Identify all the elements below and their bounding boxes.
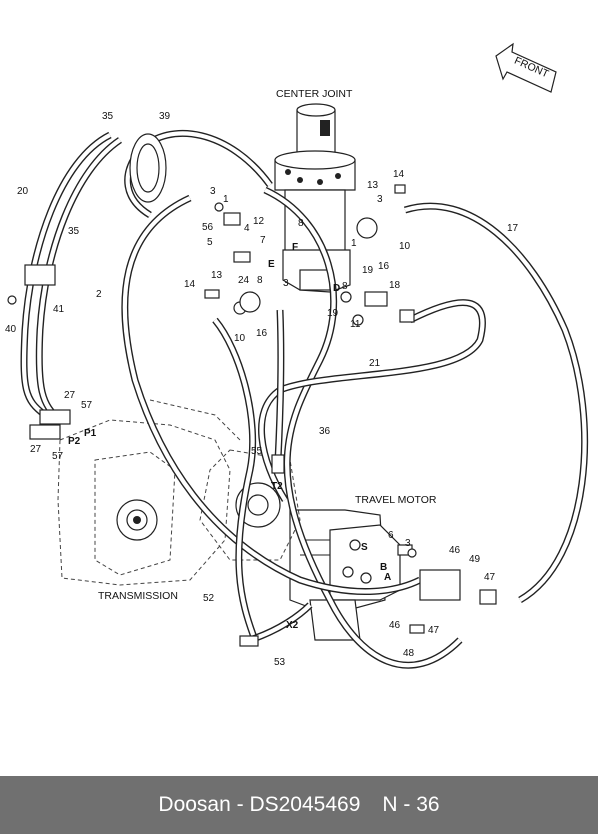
- part-label: 4: [244, 223, 250, 234]
- port-label: F: [292, 242, 298, 253]
- hose-routing: [20, 129, 589, 669]
- part-label: 2: [96, 289, 102, 300]
- part-label: 5: [207, 237, 213, 248]
- port-label: E: [268, 259, 275, 270]
- part-label: 41: [53, 304, 65, 315]
- part-label: 20: [17, 186, 29, 197]
- part-label: 3: [405, 538, 411, 549]
- part-label: 39: [159, 111, 171, 122]
- part-label: 13: [211, 270, 223, 281]
- part-label: 16: [256, 328, 268, 339]
- center-joint: [274, 103, 356, 293]
- port-label: X2: [286, 620, 299, 631]
- part-label: 35: [68, 226, 80, 237]
- part-label: 24: [238, 275, 250, 286]
- part-label: 19: [362, 265, 374, 276]
- part-label: 11: [350, 319, 361, 330]
- part-label: 1: [351, 238, 357, 249]
- part-label: 8: [342, 281, 348, 292]
- travel-motor-title: TRAVEL MOTOR: [355, 494, 437, 506]
- part-label: 7: [260, 235, 266, 246]
- footer-page-number: N - 36: [382, 793, 440, 816]
- part-callouts: 35 35 39 20 2 41 40 27 57 27 57 3 1 56 5…: [5, 111, 519, 668]
- part-label: 40: [5, 324, 17, 335]
- part-label: 8: [298, 218, 304, 229]
- part-label: 3: [210, 186, 216, 197]
- part-label: 35: [102, 111, 114, 122]
- part-label: 57: [81, 400, 93, 411]
- part-label: 46: [449, 545, 461, 556]
- part-label: 10: [399, 241, 411, 252]
- port-label: S: [361, 542, 368, 553]
- port-callouts: E F D P1 P2 T2 S B A X2: [68, 242, 391, 631]
- transmission-title: TRANSMISSION: [98, 590, 178, 602]
- port-label: T2: [271, 481, 283, 492]
- part-label: 49: [469, 554, 481, 565]
- part-label: 27: [64, 390, 76, 401]
- diagram-drawing: FRONT: [5, 42, 589, 669]
- front-arrow: FRONT: [495, 42, 557, 93]
- port-label: B: [380, 562, 387, 573]
- port-label: P2: [68, 436, 81, 447]
- part-label: 47: [428, 625, 440, 636]
- part-label: 14: [184, 279, 196, 290]
- hydraulic-parts-diagram: FRONT: [5, 42, 589, 669]
- part-label: 13: [367, 180, 379, 191]
- footer-bar: Doosan - DS2045469 N - 36: [0, 776, 598, 834]
- part-label: 16: [378, 261, 390, 272]
- footer-brand-text: Doosan - DS2045469: [158, 793, 361, 816]
- part-label: 3: [283, 278, 289, 289]
- port-label: D: [333, 283, 340, 294]
- center-joint-title: CENTER JOINT: [276, 88, 353, 100]
- part-label: 10: [234, 333, 246, 344]
- part-label: 18: [389, 280, 401, 291]
- part-label: 3: [377, 194, 383, 205]
- part-label: 46: [389, 620, 401, 631]
- part-label: 19: [327, 308, 339, 319]
- part-label: 57: [52, 451, 64, 462]
- part-label: 8: [257, 275, 263, 286]
- part-label: 14: [393, 169, 405, 180]
- part-label: 56: [202, 222, 214, 233]
- fittings: [7, 184, 497, 647]
- part-label: 12: [253, 216, 265, 227]
- part-label: 1: [223, 194, 229, 205]
- part-label: 47: [484, 572, 496, 583]
- part-label: 21: [369, 358, 381, 369]
- part-label: 53: [274, 657, 286, 668]
- port-label: A: [384, 572, 391, 583]
- part-label: 17: [507, 223, 519, 234]
- part-label: 6: [388, 530, 394, 541]
- part-label: 55: [251, 446, 263, 457]
- part-label: 27: [30, 444, 42, 455]
- part-label: 52: [203, 593, 215, 604]
- part-label: 36: [319, 426, 331, 437]
- part-label: 48: [403, 648, 415, 659]
- port-label: P1: [84, 428, 97, 439]
